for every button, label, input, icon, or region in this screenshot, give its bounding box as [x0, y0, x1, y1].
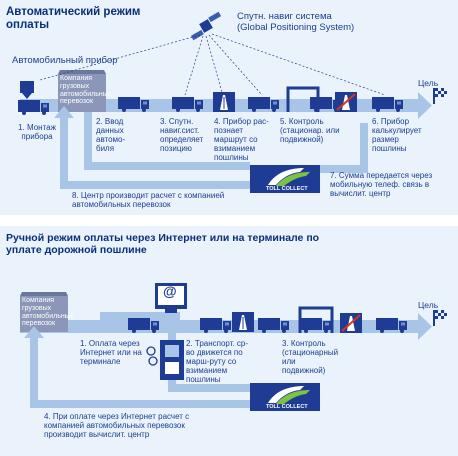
company-label-1: Компания грузовых автомобильных перевозо…: [60, 75, 112, 106]
step-3-label: 3. Спутн. навиг.сист. определяет позицию: [160, 117, 204, 153]
step-4-label: 4. Прибор рас-познает маршрут со взимани…: [214, 117, 269, 162]
section1-title-line1: Автоматический режим: [6, 6, 141, 18]
goal-label-2: Цель: [418, 300, 439, 310]
manual-step-3-label: 3. Контроль (стационарный или подвижной): [282, 339, 339, 375]
satellite-signal-lines: [39, 33, 386, 96]
section2-title-line2: уплате дорожной пошлине: [6, 243, 147, 256]
computer-internet-icon: [155, 283, 187, 313]
goal-flag-icon-2: [433, 310, 447, 326]
toll-road-sign-icon: [212, 91, 236, 113]
step-6-label: 6. Прибор калькулирует размер пошлины: [372, 117, 422, 153]
satellite-label: Спутн. навиг система (Global Positioning…: [237, 11, 355, 33]
section2-title-line1: Ручной режим оплаты через Интернет или н…: [6, 232, 320, 244]
toll-collect-center-2: [250, 383, 320, 411]
section1-title: Автоматический режим оплаты: [6, 6, 186, 32]
section2-title: Ручной режим оплаты через Интернет или н…: [6, 232, 446, 257]
step-5-label: 5. Контроль (стационар. или подвижной): [280, 117, 340, 144]
toll-collect-label-2: TOLL COLLECT: [266, 404, 308, 410]
toll-road-end-sign-icon: [334, 91, 358, 113]
payment-terminal-icon: [160, 340, 184, 380]
goal-flag-icon: [433, 88, 447, 104]
step-2-label: 2. Ввод данных автомо-биля: [96, 117, 126, 153]
satellite-label-line2: (Global Positioning System): [237, 21, 355, 33]
feedback-arrows-1: [54, 106, 368, 189]
onboard-device-icon: [20, 81, 34, 99]
at-symbol: @: [163, 283, 177, 299]
step-7-label: 7. Сумма передается через мобильную теле…: [330, 171, 433, 198]
satellite-label-line1: Спутн. навиг система: [237, 11, 332, 22]
company-building-icon: [58, 70, 106, 112]
company-building-icon-2: [20, 292, 68, 332]
control-gantry-icon-2: [298, 306, 334, 333]
goal-label-1: Цель: [418, 78, 439, 88]
section1-title-line2: оплаты: [6, 18, 50, 31]
company-label-2: Компания грузовых автомобильных перевозо…: [22, 297, 74, 328]
toll-collect-label-1: TOLL COLLECT: [266, 186, 308, 192]
manual-step-4-label: 4. При оплате через Интернет расчет с ко…: [44, 412, 190, 439]
manual-section-panel: [0, 226, 458, 456]
control-gantry-icon: [286, 86, 320, 112]
gear-icon: [146, 346, 158, 366]
step-1-label: 1. Монтаж прибора: [18, 123, 56, 141]
toll-collect-center-1: [250, 165, 320, 193]
toll-road-sign-icon-2: [231, 311, 255, 333]
manual-step-1-label: 1. Оплата через Интернет или на терминал…: [80, 339, 142, 366]
step-8-label: 8. Центр производит расчет с компанией а…: [72, 191, 225, 209]
manual-step-2-label: 2. Транспорт. ср-во движется по марш-рут…: [186, 339, 249, 384]
device-label: Автомобильный прибор: [12, 55, 118, 66]
satellite-icon: [190, 11, 222, 41]
toll-road-end-sign-icon-2: [339, 312, 363, 334]
